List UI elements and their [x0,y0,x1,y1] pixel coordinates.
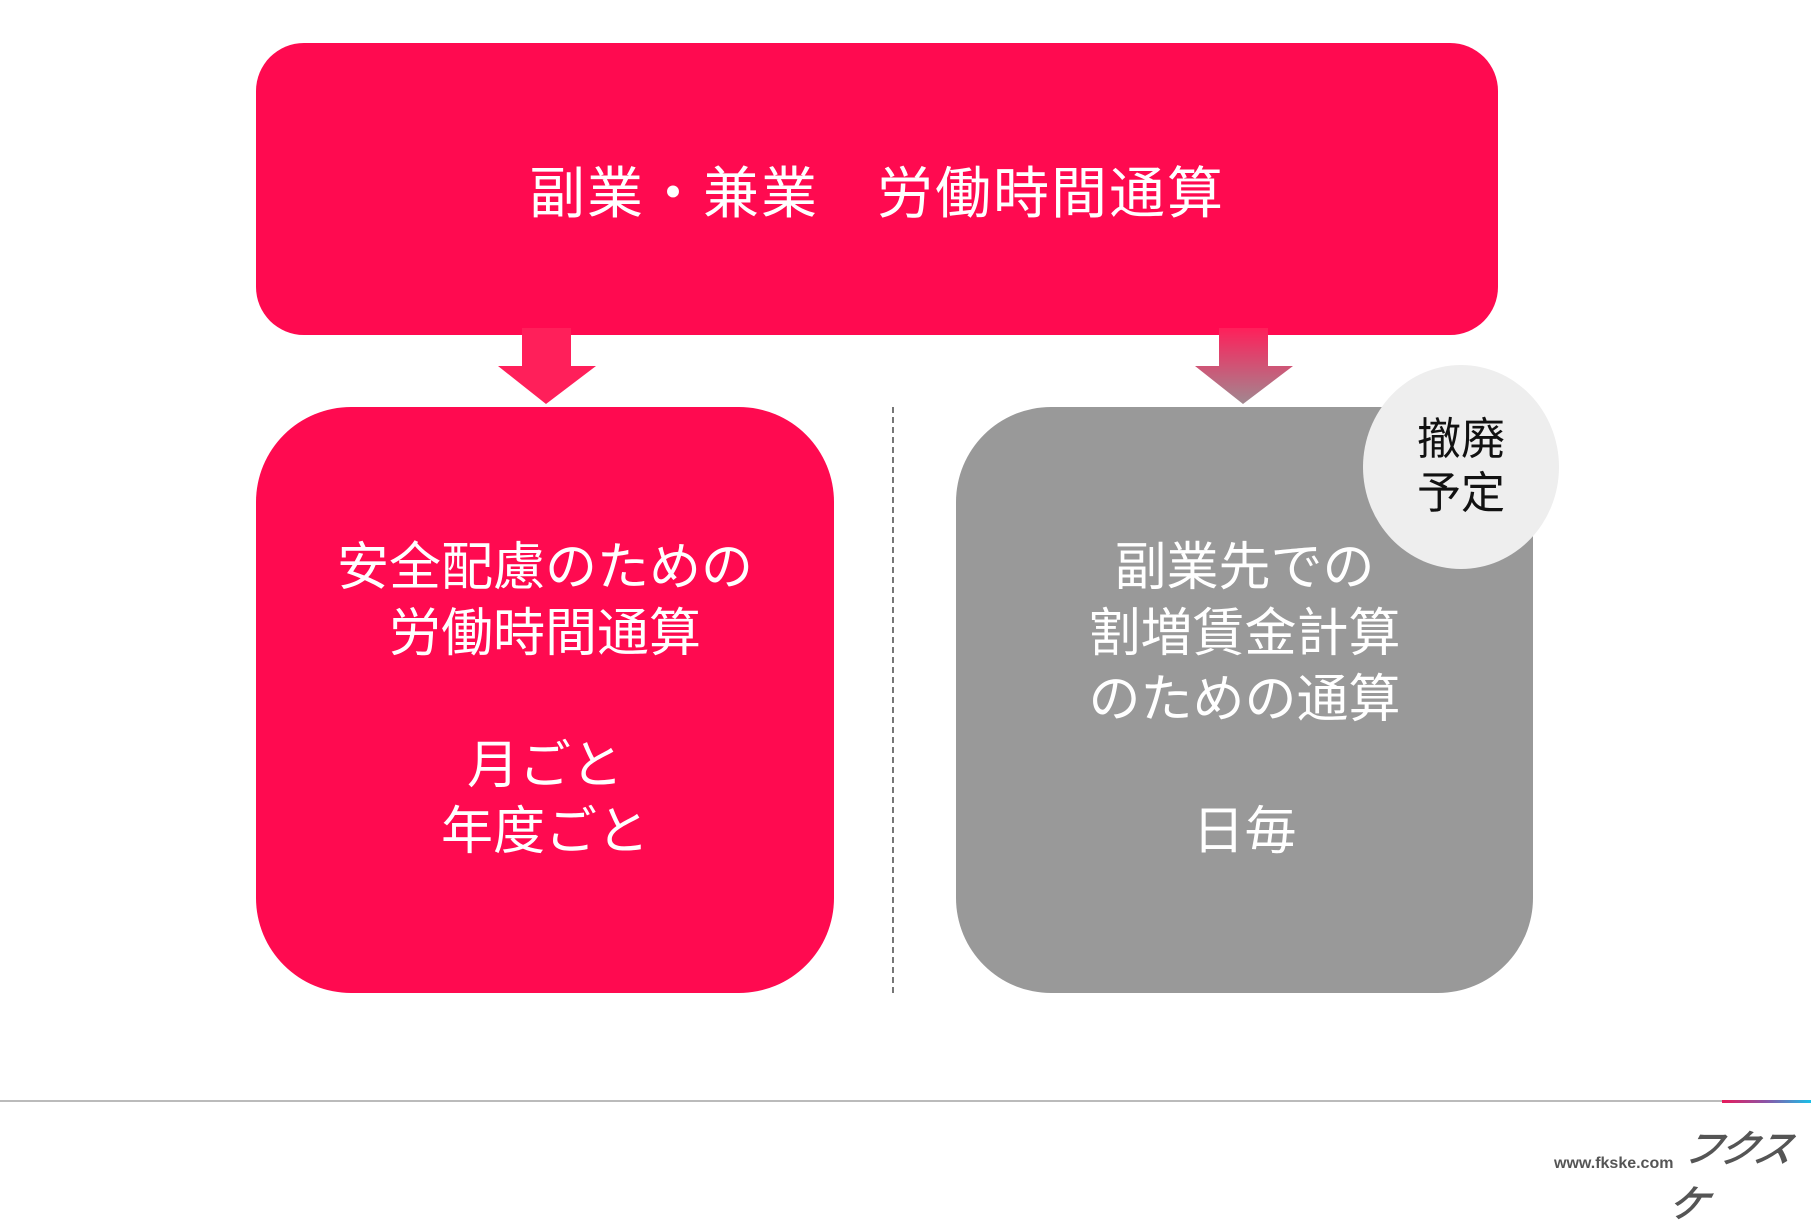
arrow-down-left-icon [498,328,596,404]
overtime-line-3: のための通算 [1088,670,1401,730]
footer-line [0,1100,1722,1102]
divider [892,407,894,993]
brand-logo: フクスケ [1663,1127,1798,1226]
footer-url: www.fkske.com [1554,1155,1674,1172]
overtime-line-2: 割増賃金計算 [1088,604,1401,664]
safety-box: 安全配慮のための 労働時間通算 月ごと 年度ごと [256,407,834,993]
safety-line-2: 労働時間通算 [388,604,701,664]
footer-accent-line [1722,1100,1811,1103]
safety-line-3: 月ごと [466,736,623,796]
badge-line-2: 予定 [1417,468,1505,519]
safety-line-1: 安全配慮のための [336,538,753,598]
title-box: 副業・兼業 労働時間通算 [256,43,1498,335]
overtime-line-1: 副業先での [1114,538,1375,598]
title-text: 副業・兼業 労働時間通算 [529,161,1225,227]
overtime-line-4: 日毎 [1192,802,1297,862]
arrow-down-right-icon [1195,328,1293,404]
badge-line-1: 撤廃 [1417,414,1505,465]
safety-line-4: 年度ごと [440,802,649,862]
abolition-badge: 撤廃 予定 [1363,365,1559,569]
